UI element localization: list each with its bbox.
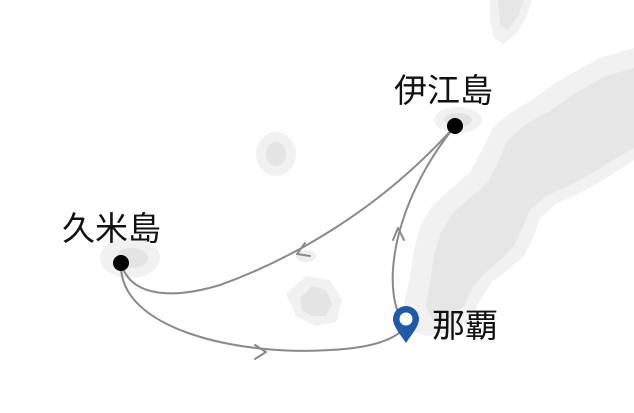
kume-marker-dot[interactable] [113,255,129,271]
arrow-kume-naha [254,344,267,360]
arrow-naha-ie [392,227,405,241]
island-small-center-core [266,142,286,166]
label-ie: 伊江島 [394,71,493,110]
label-naha: 那覇 [432,306,498,345]
ie-marker-dot[interactable] [447,118,463,134]
land-masses [100,0,634,336]
island-top-core [498,0,524,30]
label-kume: 久米島 [62,209,161,248]
naha-location-pin-icon[interactable] [393,306,419,343]
markers [113,118,463,343]
route-kume-to-naha [119,262,407,352]
main-island [426,68,634,320]
place-labels: 伊江島 久米島 那覇 [62,71,498,345]
island-kerama [300,286,332,316]
arrow-ie-kume [296,242,311,257]
route-arrows [254,227,405,360]
route-ie-to-kume [120,125,456,295]
